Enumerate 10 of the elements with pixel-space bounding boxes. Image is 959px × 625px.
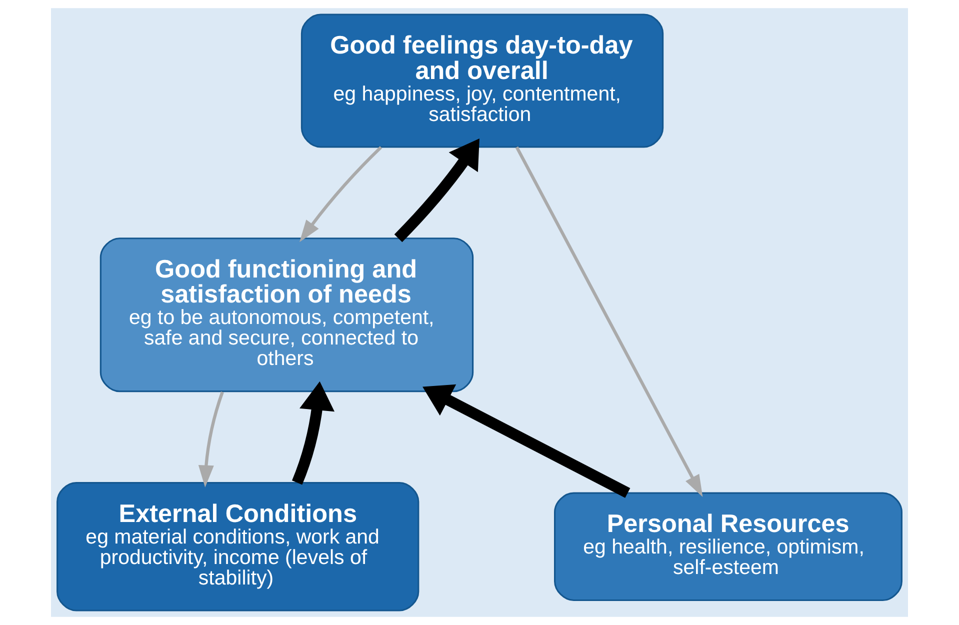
node-box: Personal Resources eg health, resilience, optimism, self-esteem	[554, 492, 902, 602]
arrow	[422, 384, 630, 498]
arrow	[394, 138, 480, 242]
node-box: External Conditions eg material conditions, work and productivity, income (levels of stability)	[56, 482, 420, 612]
arrow	[198, 391, 224, 488]
arrow	[515, 146, 703, 498]
arrow	[300, 146, 382, 242]
node-box: Good functioning and satisfaction of needs eg to be autonomous, competent, safe and secure, connected to others	[100, 238, 474, 392]
arrow	[292, 381, 335, 485]
node-box: Good feelings day-to-day and overall eg happiness, joy, contentment, satisfaction	[300, 14, 664, 148]
